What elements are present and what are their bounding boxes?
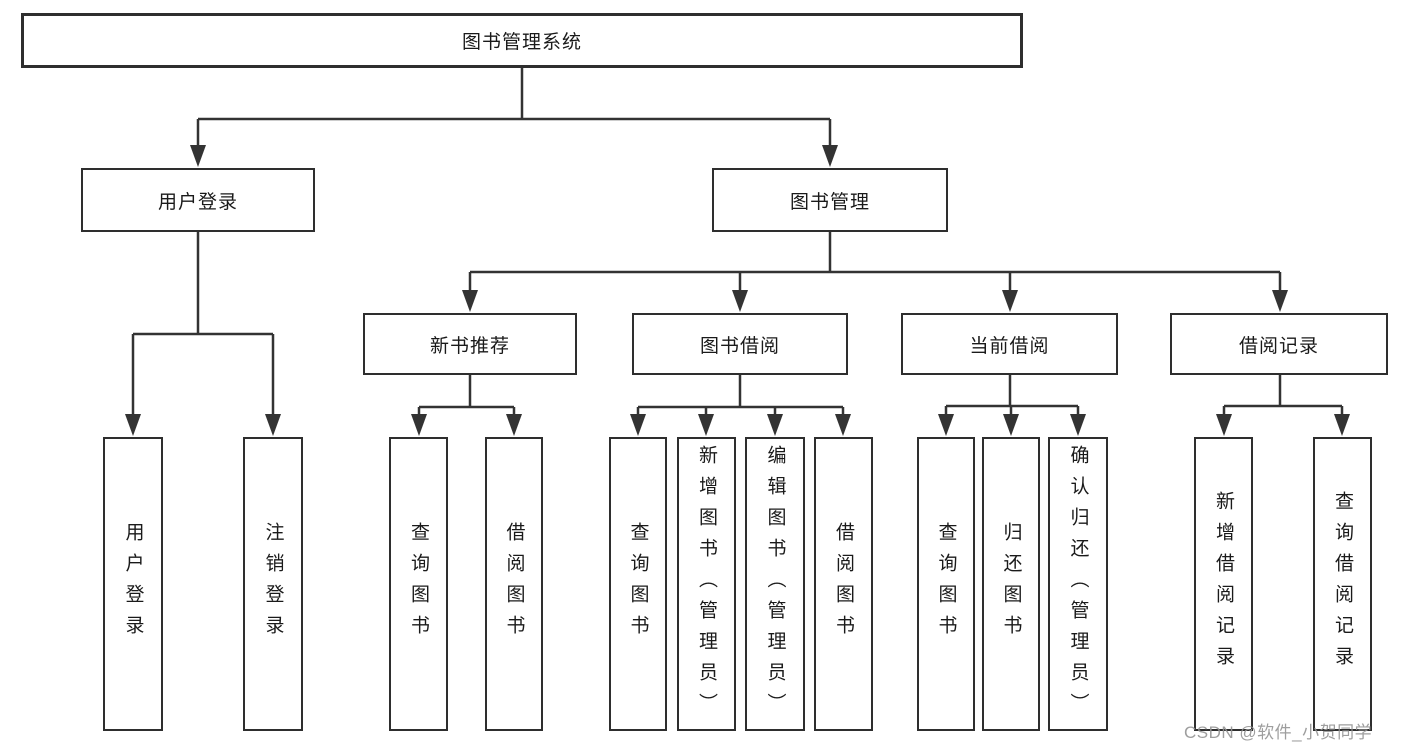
- leaf-borrow-query-books: 查询图书: [609, 437, 667, 731]
- node-label: 新书推荐: [429, 335, 510, 357]
- node-current-borrow: 当前借阅: [901, 313, 1118, 375]
- leaf-label: 新增借阅记录: [1213, 491, 1234, 677]
- leaf-current-query-books: 查询图书: [917, 437, 975, 731]
- leaf-newbook-query-books: 查询图书: [389, 437, 448, 731]
- leaf-borrow-add-books-admin: 新增图书（管理员）: [677, 437, 736, 731]
- leaf-label: 查询借阅记录: [1332, 491, 1353, 677]
- node-borrow-records: 借阅记录: [1170, 313, 1388, 375]
- node-label: 图书管理系统: [461, 32, 582, 53]
- leaf-borrow-edit-books-admin: 编辑图书（管理员）: [745, 437, 805, 731]
- node-label: 当前借阅: [969, 335, 1050, 357]
- leaf-label: 借阅图书: [503, 522, 525, 646]
- node-user-login: 用户登录: [81, 168, 315, 232]
- leaf-current-confirm-return-admin: 确认归还（管理员）: [1048, 437, 1108, 731]
- leaf-user-login: 用户登录: [103, 437, 163, 731]
- node-new-book-recommend: 新书推荐: [363, 313, 577, 375]
- leaf-label: 新增图书（管理员）: [696, 444, 717, 724]
- leaf-label: 注销登录: [262, 522, 284, 646]
- leaf-label: 查询图书: [408, 522, 429, 646]
- leaf-records-query-record: 查询借阅记录: [1313, 437, 1372, 731]
- leaf-newbook-borrow-books: 借阅图书: [485, 437, 543, 731]
- leaf-label: 归还图书: [1000, 522, 1022, 646]
- csdn-watermark: CSDN @软件_小贺同学: [1184, 723, 1373, 742]
- leaf-label: 查询图书: [935, 522, 957, 646]
- leaf-logout: 注销登录: [243, 437, 303, 731]
- leaf-label: 编辑图书（管理员）: [764, 444, 786, 724]
- arrowheads: [125, 145, 1350, 436]
- leaf-label: 借阅图书: [833, 522, 854, 646]
- leaf-records-add-record: 新增借阅记录: [1194, 437, 1253, 731]
- leaf-label: 查询图书: [627, 522, 649, 646]
- leaf-current-return-books: 归还图书: [982, 437, 1040, 731]
- leaf-label: 确认归还（管理员）: [1067, 444, 1089, 724]
- node-library-management-system: 图书管理系统: [21, 13, 1023, 68]
- node-book-borrow: 图书借阅: [632, 313, 848, 375]
- node-label: 图书借阅: [699, 335, 780, 357]
- leaf-borrow-borrow-books: 借阅图书: [814, 437, 873, 731]
- leaf-label: 用户登录: [122, 522, 144, 646]
- node-book-management: 图书管理: [712, 168, 948, 232]
- node-label: 图书管理: [789, 191, 870, 213]
- node-label: 用户登录: [157, 191, 238, 213]
- node-label: 借阅记录: [1238, 335, 1319, 357]
